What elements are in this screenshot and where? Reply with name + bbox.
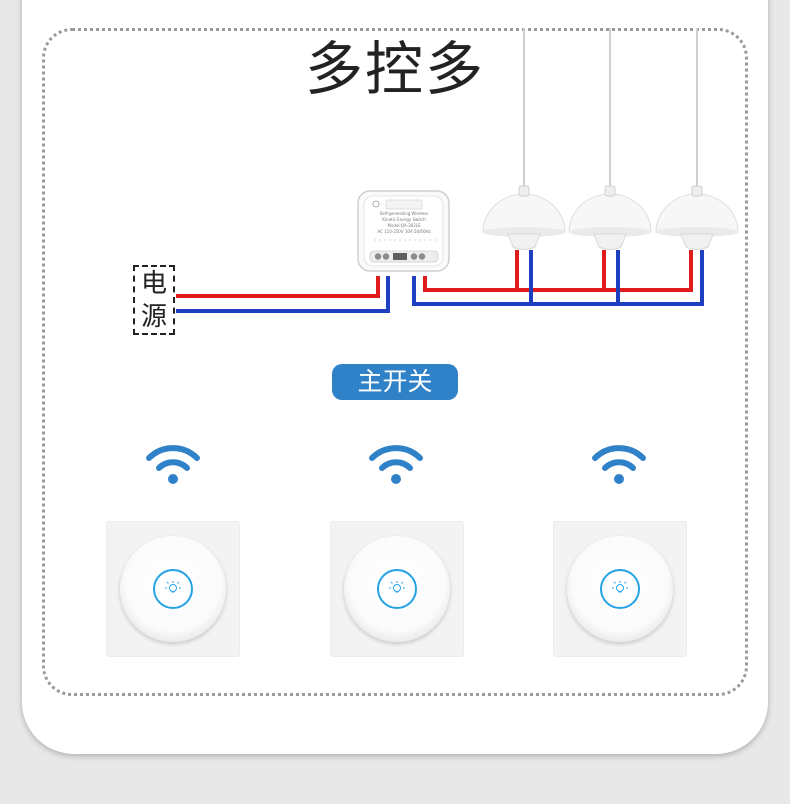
- diagram-frame: [42, 28, 748, 696]
- wifi-icon: [369, 445, 423, 484]
- controller-text: AC 110-250V 10A 50/60Hz: [377, 229, 430, 234]
- wireless-switch[interactable]: [553, 521, 687, 657]
- power-label-char: 电: [140, 268, 167, 299]
- wireless-switch[interactable]: [106, 521, 240, 657]
- wireless-switch[interactable]: [330, 521, 464, 657]
- switch-indicator-ring: [153, 569, 193, 609]
- switch-indicator-ring: [377, 569, 417, 609]
- diagram-title: 多控多: [304, 35, 485, 103]
- lamp-neutral-wire: [412, 250, 704, 306]
- switch-indicator-ring: [600, 569, 640, 609]
- pendant-lamp: [655, 185, 739, 250]
- pendant-lamp: [568, 185, 652, 250]
- power-live-wire: [176, 276, 380, 298]
- wifi-icon: [146, 445, 200, 484]
- power-source-label: 电 源: [133, 265, 175, 335]
- pendant-lamp: [482, 185, 566, 250]
- controller-text: Kinetic Energy Switch: [382, 217, 426, 222]
- power-neutral-wire: [176, 276, 390, 313]
- power-label-char: 源: [140, 301, 167, 332]
- lamp-live-wire: [423, 250, 693, 292]
- bulb-icon: [389, 581, 405, 593]
- switch-knob[interactable]: [567, 536, 673, 642]
- bulb-icon: [165, 581, 181, 593]
- controller-text: Model:QA-302LE: [388, 223, 421, 228]
- bulb-icon: [612, 581, 628, 593]
- wifi-icon: [592, 445, 646, 484]
- controller-text: Self-generating Wireless: [380, 211, 429, 216]
- switch-knob[interactable]: [344, 536, 450, 642]
- switch-knob[interactable]: [120, 536, 226, 642]
- main-switch-badge: 主开关: [332, 364, 458, 400]
- controller-module: Self-generating Wireless Kinetic Energy …: [357, 190, 450, 272]
